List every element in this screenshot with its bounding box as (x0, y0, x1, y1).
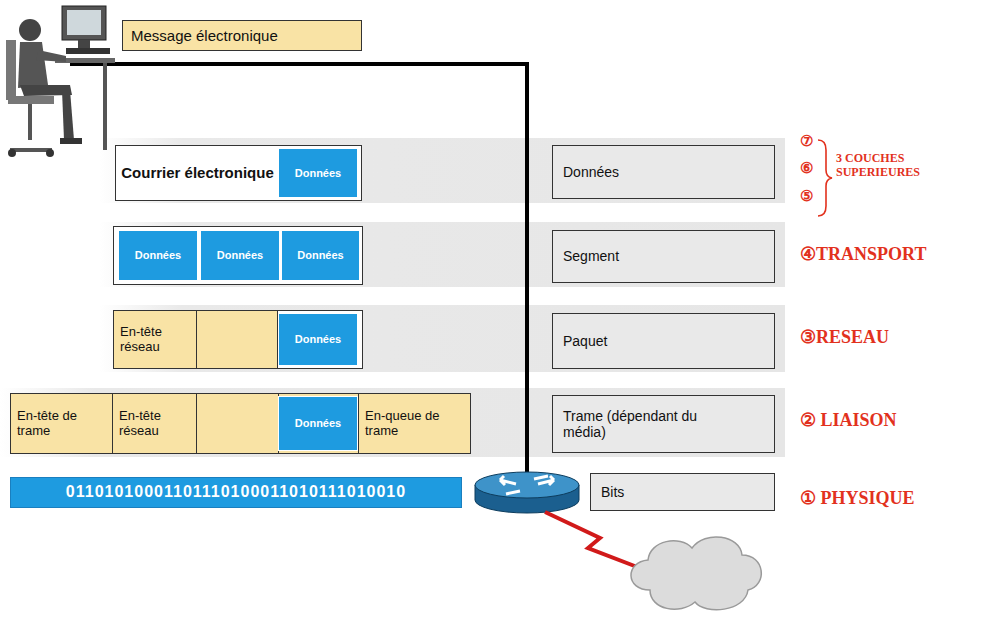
node-text: Données (563, 164, 619, 180)
layer-band (100, 305, 785, 372)
pdu-label: Données (552, 145, 775, 199)
network-cloud (631, 537, 761, 610)
pdu-label: Segment (552, 230, 775, 283)
upper-layers-brace (818, 140, 832, 216)
node-text: Bits (601, 484, 624, 500)
data-block: Données (200, 230, 280, 281)
node-text: En-queue de trame (365, 409, 464, 439)
node-text: Message électronique (131, 27, 278, 44)
wan-link (545, 512, 645, 570)
node-text: Paquet (563, 333, 607, 349)
network-header: En-tête réseau (112, 393, 197, 454)
layer-band (0, 388, 785, 457)
node-text: Données (297, 249, 343, 262)
frame-outline (11, 394, 471, 454)
data-block: Données (278, 396, 358, 451)
layer-name: ② LIAISON (800, 409, 897, 431)
frame-blank (197, 394, 279, 454)
segment-frame (114, 227, 363, 285)
network-header: En-tête réseau (113, 310, 197, 369)
pdu-label: Bits (590, 473, 775, 511)
node-text: 01101010001101110100011010111010010 (66, 483, 406, 501)
node-text: En-tête de trame (17, 409, 106, 439)
data-block: Données (118, 230, 198, 281)
node-text: Données (295, 167, 341, 180)
layer-name: ③RESEAU (800, 326, 889, 348)
bit-stream: 01101010001101110100011010111010010 (10, 477, 462, 508)
email-box: Courrier électronique Données (115, 145, 362, 201)
message-box: Message électronique (122, 20, 362, 51)
node-text: Données (217, 249, 263, 262)
node-text: Segment (563, 248, 619, 264)
packet-blank (197, 311, 278, 369)
node-text: En-tête réseau (120, 325, 190, 355)
node-text: Données (295, 333, 341, 346)
layer-band (100, 222, 785, 287)
layer-number: ⑤ (800, 187, 813, 205)
layer-number: 3 COUCHES SUPERIEURES (836, 152, 946, 180)
data-block: Données (281, 230, 360, 281)
node-text: Courrier électronique (121, 164, 274, 181)
data-block: Données (278, 313, 358, 366)
layer-number: ⑦ (800, 132, 813, 150)
user-at-computer (6, 6, 115, 157)
layer-name: ① PHYSIQUE (800, 487, 915, 509)
network-cable (70, 64, 527, 480)
data-block: Données (278, 148, 358, 198)
node-text: Données (135, 249, 181, 262)
frame-trailer: En-queue de trame (358, 393, 471, 454)
router-symbol (475, 472, 579, 513)
pdu-label: Paquet (552, 313, 775, 369)
pdu-label: Trame (dépendant du média) (552, 395, 775, 453)
layer-number: ⑥ (800, 159, 813, 177)
node-text: En-tête réseau (119, 409, 190, 439)
packet-frame (114, 311, 363, 369)
layer-name: ④TRANSPORT (800, 243, 926, 265)
node-text: Trame (dépendant du média) (563, 408, 723, 440)
node-text: Données (295, 417, 341, 430)
layer-band (100, 138, 785, 203)
frame-header: En-tête de trame (10, 393, 113, 454)
